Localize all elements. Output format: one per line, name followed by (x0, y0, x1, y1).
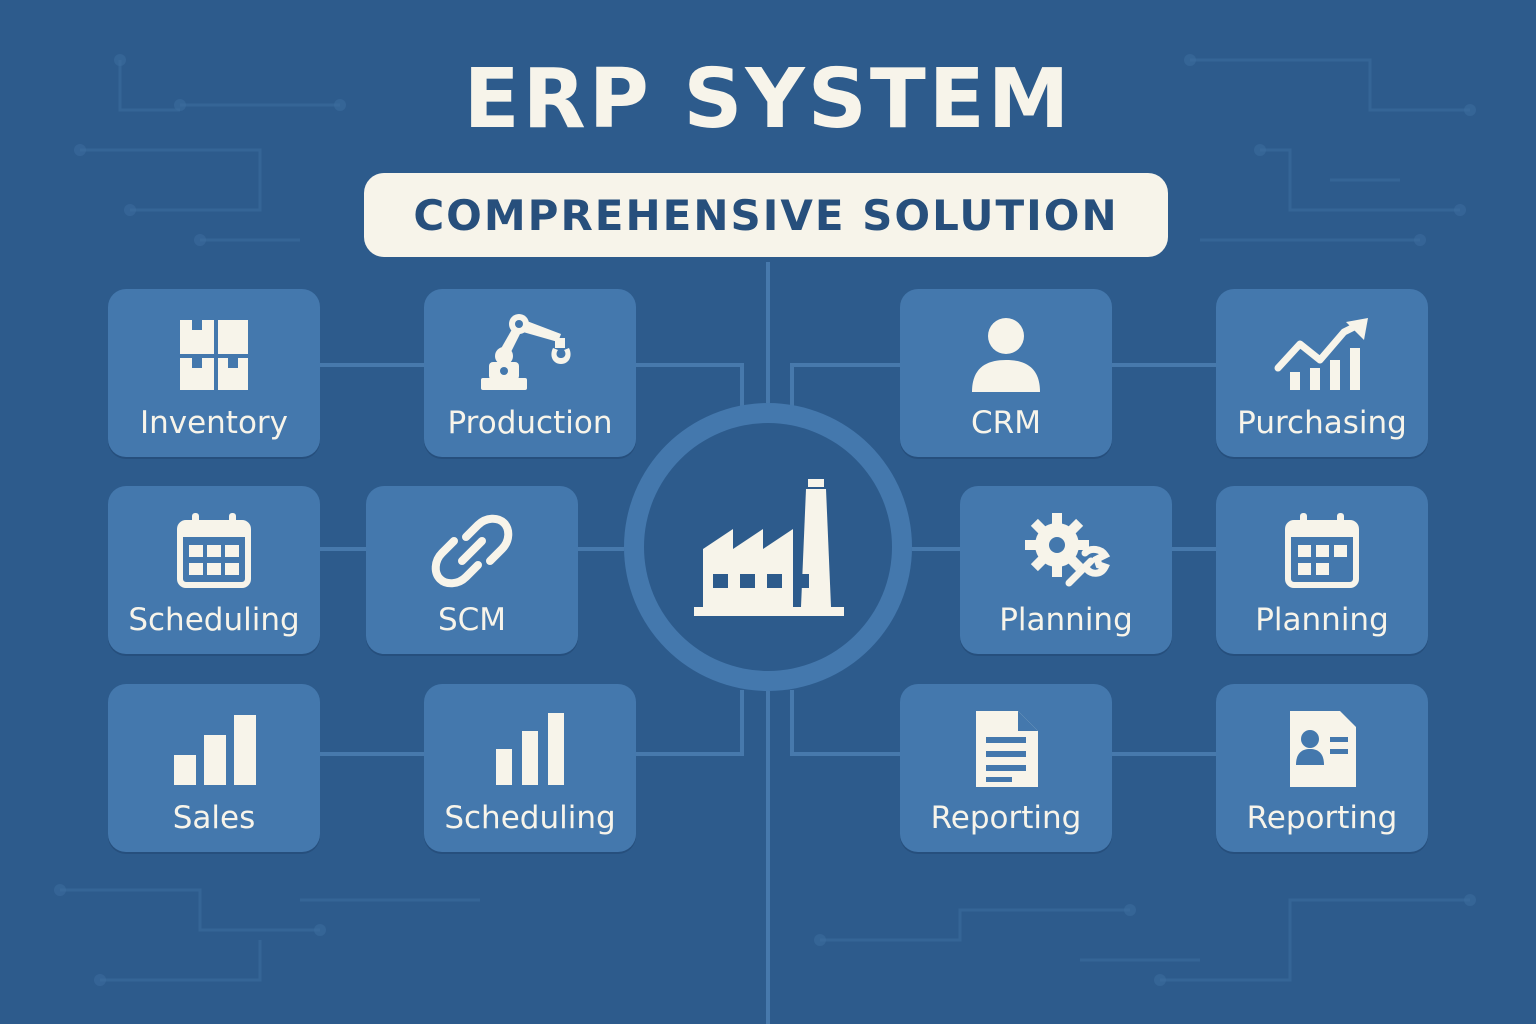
id-card-icon (1290, 711, 1356, 787)
module-label: Sales (172, 800, 256, 836)
module-label: Inventory (139, 405, 289, 441)
module-card-production[interactable]: Production (424, 289, 636, 457)
module-card-purchasing[interactable]: Purchasing (1216, 289, 1428, 457)
hub-core (644, 423, 892, 671)
document-icon (976, 711, 1038, 787)
module-card-scm[interactable]: SCM (366, 486, 578, 654)
module-card-planning-gear[interactable]: Planning (960, 486, 1172, 654)
module-card-crm[interactable]: CRM (900, 289, 1112, 457)
page-title: ERP SYSTEM (463, 52, 1073, 147)
module-label: Planning (1255, 602, 1389, 638)
chain-link-icon (431, 514, 513, 588)
module-card-reporting-2[interactable]: Reporting (1216, 684, 1428, 852)
subtitle-banner: COMPREHENSIVE SOLUTION (364, 173, 1168, 257)
module-card-scheduling-2[interactable]: Scheduling (424, 684, 636, 852)
module-label: Reporting (1246, 800, 1398, 836)
module-card-reporting[interactable]: Reporting (900, 684, 1112, 852)
gear-wrench-icon (1025, 513, 1111, 587)
module-card-scheduling[interactable]: Scheduling (108, 486, 320, 654)
module-card-planning-calendar[interactable]: Planning (1216, 486, 1428, 654)
subtitle-text: COMPREHENSIVE SOLUTION (413, 190, 1119, 240)
calendar-icon (177, 513, 251, 588)
module-card-sales[interactable]: Sales (108, 684, 320, 852)
module-label: SCM (437, 602, 507, 638)
bar-chart-icon (174, 715, 256, 785)
module-label: Scheduling (444, 800, 616, 836)
boxes-icon (180, 320, 248, 390)
robot-arm-icon (481, 314, 571, 390)
module-card-inventory[interactable]: Inventory (108, 289, 320, 457)
module-label: Production (447, 405, 613, 441)
module-label: Reporting (930, 800, 1082, 836)
module-label: Planning (999, 602, 1133, 638)
module-label: CRM (971, 405, 1041, 441)
factory-icon (694, 479, 844, 616)
trend-chart-icon (1274, 318, 1368, 390)
module-label: Purchasing (1237, 405, 1407, 441)
person-icon (972, 318, 1040, 392)
calendar-icon (1285, 513, 1359, 588)
bar-chart-icon (496, 713, 564, 785)
module-label: Scheduling (128, 602, 300, 638)
